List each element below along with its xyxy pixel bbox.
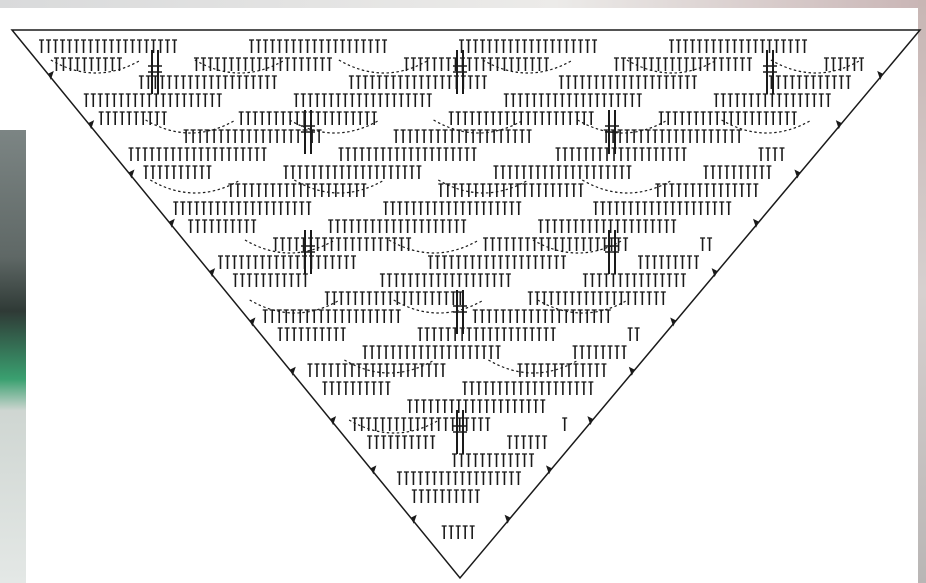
crochet-chart-diagram [0,0,926,583]
